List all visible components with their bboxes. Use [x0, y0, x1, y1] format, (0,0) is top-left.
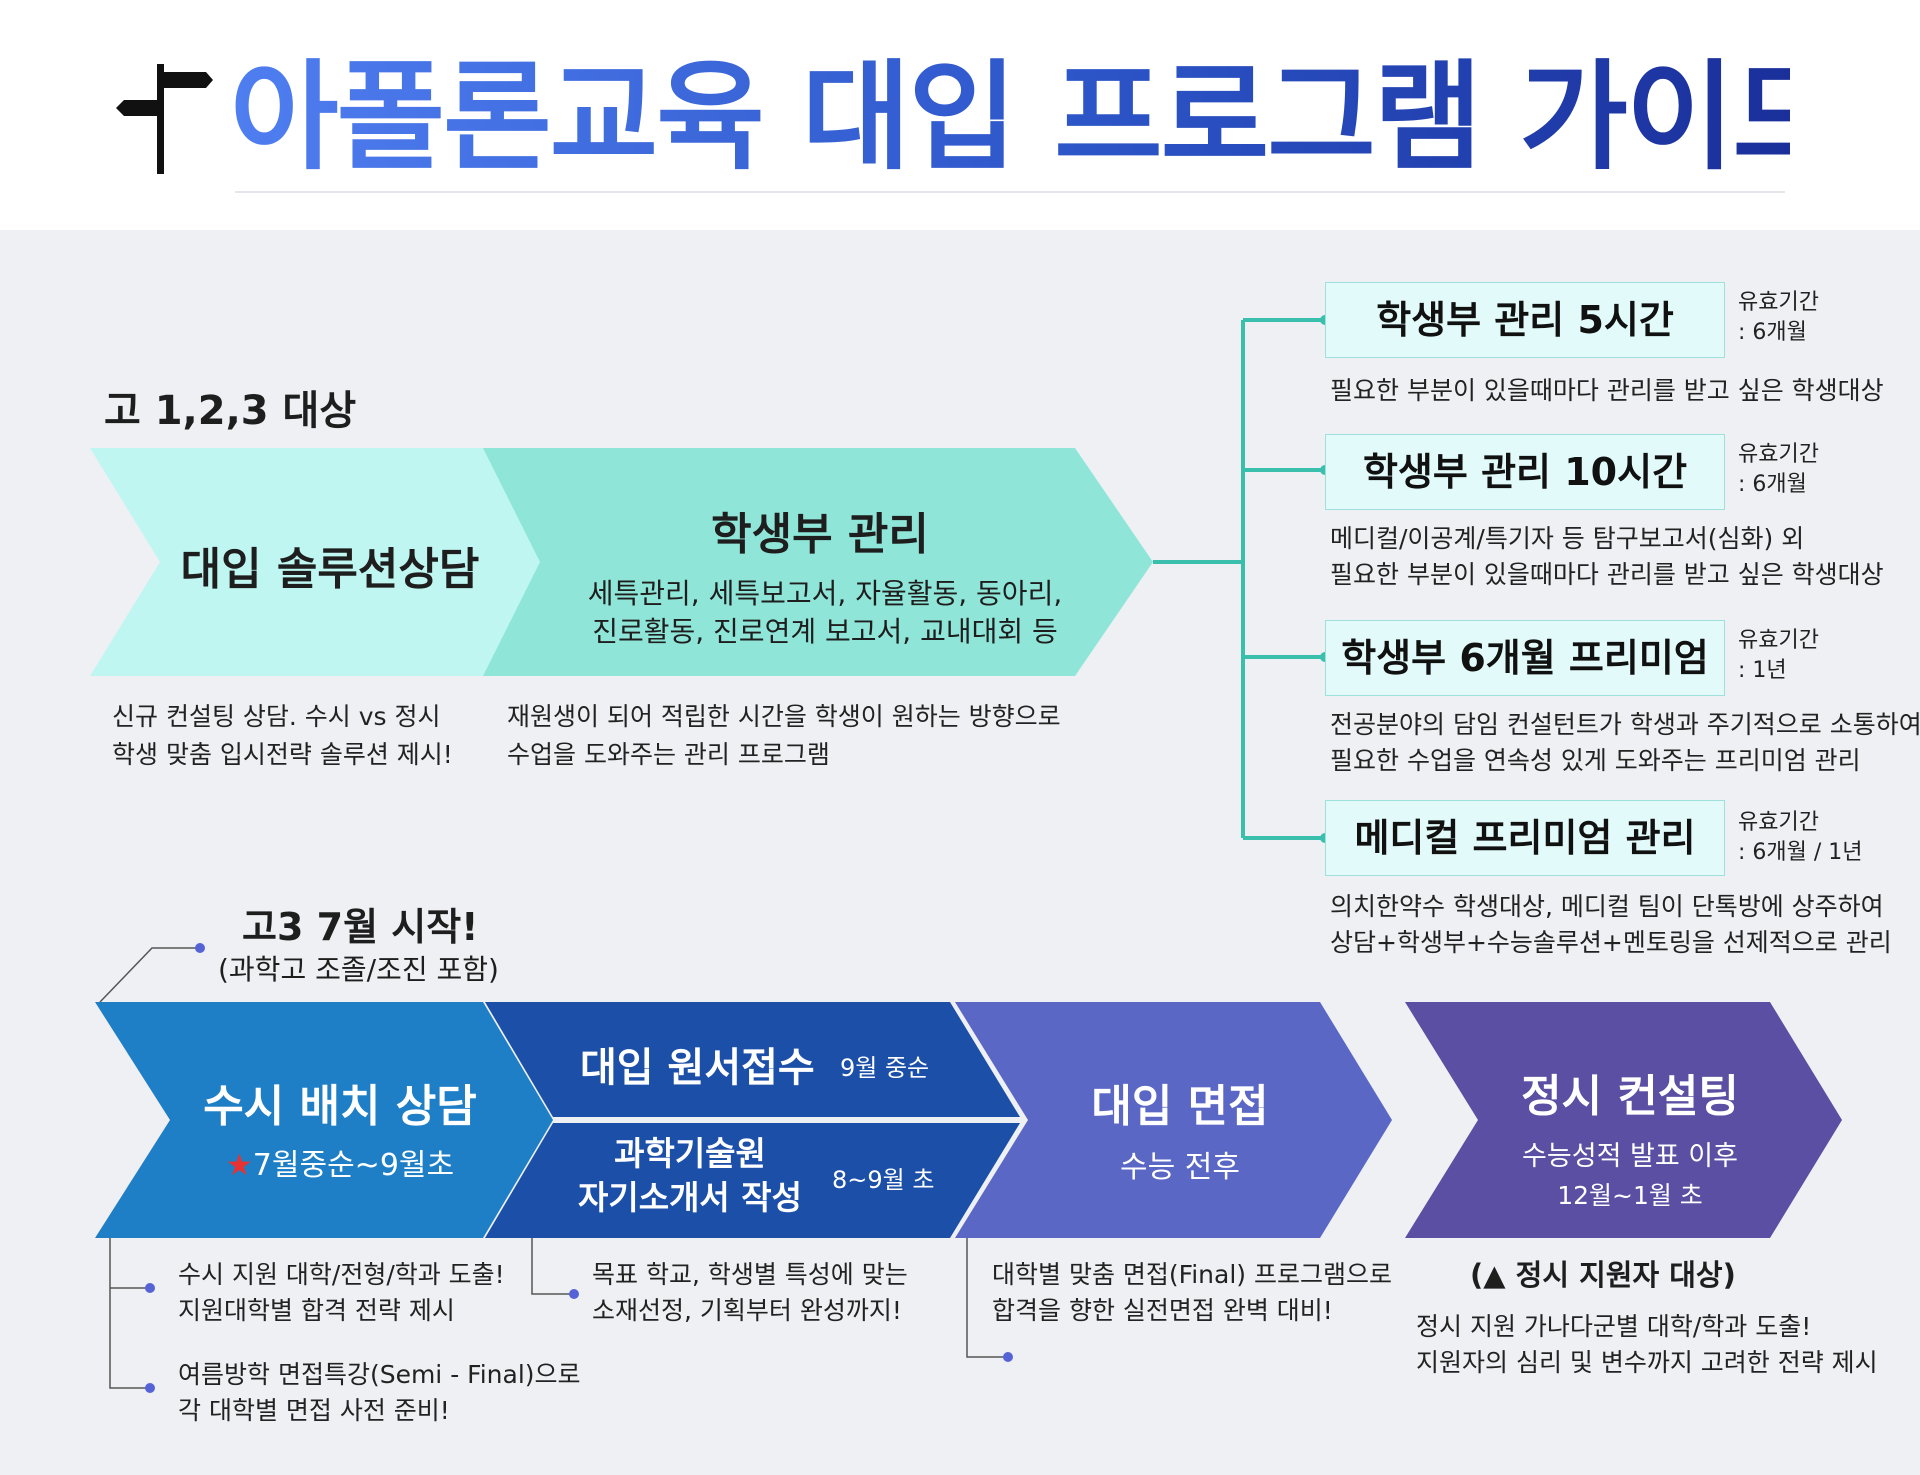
record-desc-line-1: 재원생이 되어 적립한 시간을 학생이 원하는 방향으로 — [507, 702, 1061, 731]
step-arrow-jeongsi — [1405, 1002, 1842, 1238]
start-callout-line — [99, 947, 200, 1003]
step-arrow-susi — [95, 1002, 553, 1238]
program-box-medical: 메디컬 프리미엄 관리 — [1325, 800, 1725, 876]
program-desc-10h-line-1: 메디컬/이공계/특기자 등 탐구보고서(심화) 외 — [1330, 524, 1805, 553]
interview-period: 수능 전후 — [1120, 1150, 1240, 1185]
program-desc-6m-line-2: 필요한 수업을 연속성 있게 도와주는 프리미엄 관리 — [1330, 746, 1861, 775]
target-label: 고 1,2,3 대상 — [104, 388, 357, 434]
consult-desc-line-2: 학생 맞춤 입시전략 솔루션 제시! — [112, 740, 453, 769]
step-title-interview: 대입 면접 — [1091, 1081, 1269, 1132]
application-period: 9월 중순 — [840, 1054, 930, 1082]
consult-desc-line-1: 신규 컨설팅 상담. 수시 vs 정시 — [112, 702, 441, 731]
start-title: 고3 7월 시작! — [242, 905, 479, 949]
program-desc-5h-line-1: 필요한 부분이 있을때마다 관리를 받고 싶은 학생대상 — [1330, 376, 1884, 405]
record-sub-line-1: 세특관리, 세특보고서, 자율활동, 동아리, — [587, 577, 1063, 610]
validity-label-6m: 유효기간 — [1738, 628, 1819, 653]
step-title-record: 학생부 관리 — [711, 509, 929, 560]
program-box-10h: 학생부 관리 10시간 — [1325, 434, 1725, 510]
susi-note2-line-2: 각 대학별 면접 사전 준비! — [178, 1396, 450, 1425]
title-divider — [235, 191, 1785, 193]
jeongsi-note-line-2: 지원자의 심리 및 변수까지 고려한 전략 제시 — [1416, 1348, 1878, 1377]
start-subtitle: (과학고 조졸/조진 포함) — [218, 953, 499, 986]
step-arrow-essay — [485, 1123, 1020, 1238]
step-title-susi: 수시 배치 상담 — [203, 1081, 477, 1132]
step-arrow-application — [485, 1002, 1020, 1117]
step-arrow-interview — [955, 1002, 1392, 1238]
validity-label-10h: 유효기간 — [1738, 442, 1819, 467]
note-dots — [145, 1283, 1013, 1393]
validity-value-5h: : 6개월 — [1738, 320, 1807, 345]
susi-period: ★7월중순~9월초 — [170, 1140, 510, 1184]
susi-period-text: 7월중순~9월초 — [252, 1148, 455, 1183]
note-lines — [109, 1238, 1008, 1389]
program-box-6m-premium: 학생부 6개월 프리미엄 — [1325, 620, 1725, 696]
interview-note-line-1: 대학별 맞춤 면접(Final) 프로그램으로 — [992, 1260, 1392, 1289]
program-desc-medical-line-1: 의치한약수 학생대상, 메디컬 팀이 단톡방에 상주하여 — [1330, 892, 1884, 921]
susi-note1-line-2: 지원대학별 합격 전략 제시 — [178, 1296, 455, 1325]
star-icon: ★ — [225, 1148, 253, 1183]
signpost-icon — [116, 64, 213, 174]
step-title-jeongsi: 정시 컨설팅 — [1521, 1071, 1739, 1122]
page-title: 아폴론교육 대입 프로그램 가이드 — [230, 48, 1841, 186]
program-connector — [1153, 318, 1325, 840]
program-box-5h: 학생부 관리 5시간 — [1325, 282, 1725, 358]
program-desc-6m-line-1: 전공분야의 담임 컨설턴트가 학생과 주기적으로 소통하여 — [1330, 710, 1920, 739]
record-desc-line-2: 수업을 도와주는 관리 프로그램 — [507, 740, 830, 769]
essay-title-line-1: 과학기술원 — [614, 1134, 766, 1173]
program-desc-medical-line-2: 상담+학생부+수능솔루션+멘토링을 선제적으로 관리 — [1330, 928, 1892, 957]
jeongsi-note-line-1: 정시 지원 가나다군별 대학/학과 도출! — [1416, 1312, 1812, 1341]
essay-note-line-1: 목표 학교, 학생별 특성에 맞는 — [592, 1260, 908, 1289]
validity-value-6m: : 1년 — [1738, 658, 1787, 683]
essay-title-line-2: 자기소개서 작성 — [577, 1178, 802, 1217]
validity-value-10h: : 6개월 — [1738, 472, 1807, 497]
validity-label-medical: 유효기간 — [1738, 810, 1819, 835]
susi-note1-line-1: 수시 지원 대학/전형/학과 도출! — [178, 1260, 505, 1289]
jeongsi-period-line-2: 12월~1월 초 — [1557, 1181, 1703, 1210]
connector-dots — [1320, 315, 1330, 843]
essay-note-line-2: 소재선정, 기획부터 완성까지! — [592, 1296, 902, 1325]
susi-note2-line-1: 여름방학 면접특강(Semi - Final)으로 — [178, 1360, 581, 1389]
program-desc-10h-line-2: 필요한 부분이 있을때마다 관리를 받고 싶은 학생대상 — [1330, 560, 1884, 589]
validity-value-medical: : 6개월 / 1년 — [1738, 840, 1863, 865]
step-title-application: 대입 원서접수 — [580, 1045, 815, 1091]
interview-note-line-2: 합격을 향한 실전면접 완벽 대비! — [992, 1296, 1333, 1325]
step-arrow-record — [483, 448, 1153, 676]
jeongsi-period-line-1: 수능성적 발표 이후 — [1522, 1141, 1738, 1172]
validity-label-5h: 유효기간 — [1738, 290, 1819, 315]
step-arrow-consult — [90, 448, 540, 676]
step-title-consult: 대입 솔루션상담 — [180, 544, 480, 595]
jeongsi-target: (▲ 정시 지원자 대상) — [1470, 1258, 1736, 1292]
essay-period: 8~9월 초 — [832, 1166, 935, 1194]
record-sub-line-2: 진로활동, 진로연계 보고서, 교내대회 등 — [592, 615, 1058, 648]
